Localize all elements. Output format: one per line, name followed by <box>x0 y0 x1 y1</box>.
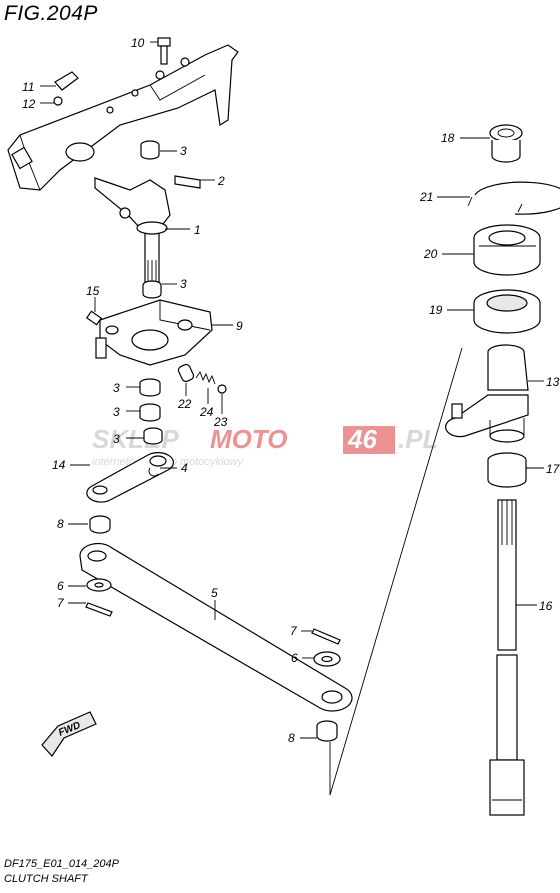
callout-17: 17 <box>546 462 560 476</box>
callout-20: 20 <box>423 247 438 261</box>
callout-4: 4 <box>181 461 188 475</box>
clutch-lever-part-1 <box>94 177 171 284</box>
callout-21: 21 <box>419 190 433 204</box>
bushing-part-17 <box>487 452 527 488</box>
callout-18: 18 <box>441 131 455 145</box>
upper-bracket <box>7 44 239 191</box>
bolt-part-10 <box>157 37 171 65</box>
callout-22: 22 <box>177 397 192 411</box>
assembly-leader-line <box>329 347 463 796</box>
callout-6-a: 6 <box>57 579 64 593</box>
callout-23: 23 <box>213 415 228 429</box>
callout-6-b: 6 <box>291 651 298 665</box>
bushing-part-3-mid <box>142 280 162 299</box>
shift-rod-part-5 <box>79 542 353 712</box>
plunger-part-22 <box>177 363 195 383</box>
bushing-part-3-lower-c <box>143 427 163 445</box>
washer-part-6-left <box>86 578 112 592</box>
callouts: 10 11 12 3 2 1 3 15 9 3 3 3 22 <box>22 36 560 745</box>
fwd-arrow-icon: FWD <box>41 711 97 757</box>
screw-part-12 <box>53 96 63 106</box>
watermark-brand-mid: MOTO <box>210 424 288 454</box>
spring-part-2 <box>174 175 201 189</box>
clip-part-4 <box>148 467 159 477</box>
callout-7-b: 7 <box>290 624 298 638</box>
callout-9: 9 <box>236 319 243 333</box>
clutch-shaft-part-16 <box>489 499 525 816</box>
watermark-brand-number: 46 <box>347 424 377 454</box>
callout-3-b: 3 <box>180 277 187 291</box>
watermark-brand-left: SKLEP <box>92 424 179 454</box>
callout-10: 10 <box>131 36 145 50</box>
callout-8-a: 8 <box>57 517 64 531</box>
circlip-part-21 <box>467 181 560 215</box>
callout-1: 1 <box>194 223 201 237</box>
figure-name: CLUTCH SHAFT <box>4 873 88 885</box>
bearing-part-20 <box>473 224 541 276</box>
figure-code: DF175_E01_014_204P <box>4 858 119 870</box>
callout-11: 11 <box>22 80 34 94</box>
bushing-part-3-lower-a <box>139 378 161 397</box>
figure-title: FIG.204P <box>4 2 98 25</box>
callout-3-d: 3 <box>113 405 120 419</box>
watermark: SKLEP MOTO 46 .PL internetowy sklep moto… <box>92 424 438 468</box>
callout-7-a: 7 <box>57 596 65 610</box>
bushing-part-3-top <box>140 140 160 160</box>
callout-14: 14 <box>52 458 66 472</box>
callout-15: 15 <box>86 284 100 298</box>
plug-part-18 <box>489 124 523 163</box>
screw-part-15 <box>85 310 103 326</box>
bushing-part-8-upper <box>89 515 111 534</box>
callout-8-b: 8 <box>288 731 295 745</box>
callout-2: 2 <box>217 174 225 188</box>
callout-12: 12 <box>22 97 36 111</box>
bushing-part-8-lower <box>316 720 338 742</box>
ball-part-23 <box>217 384 227 394</box>
callout-24: 24 <box>199 405 214 419</box>
callout-3-c: 3 <box>113 381 120 395</box>
washer-part-6-right <box>313 651 341 667</box>
spring-part-24 <box>195 371 216 385</box>
watermark-number-box <box>343 426 395 454</box>
callout-13: 13 <box>546 375 560 389</box>
callout-3-e: 3 <box>113 432 120 446</box>
bushing-part-3-lower-b <box>139 403 161 422</box>
callout-19: 19 <box>429 303 443 317</box>
callout-3-a: 3 <box>180 144 187 158</box>
oil-seal-part-19 <box>473 289 541 334</box>
clutch-arm-part-13 <box>445 344 529 443</box>
callout-16: 16 <box>539 599 553 613</box>
callout-5: 5 <box>211 586 218 600</box>
cotter-pin-part-7-right <box>311 628 341 645</box>
shift-housing-part-9 <box>95 299 213 366</box>
shift-arm-part-14 <box>86 452 174 503</box>
cotter-pin-part-7-left <box>85 602 113 617</box>
clip-part-11 <box>54 71 79 91</box>
